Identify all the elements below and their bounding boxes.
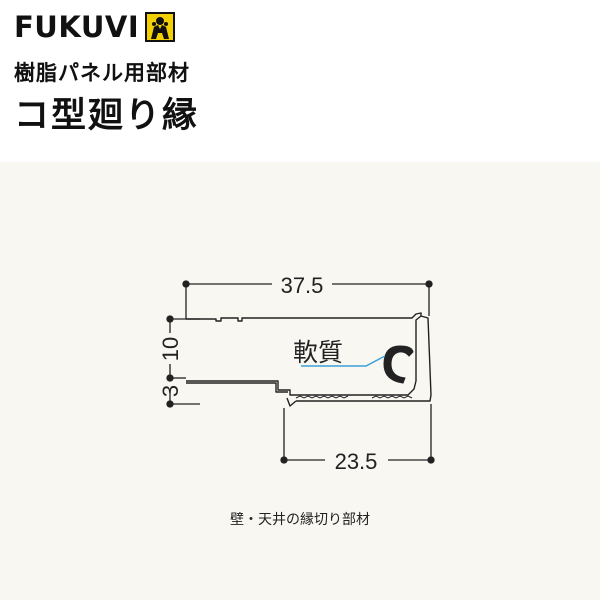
profile-shape <box>186 312 432 407</box>
caption: 壁・天井の縁切り部材 <box>230 512 370 528</box>
dimension-bottom-label: 23.5 <box>335 449 378 474</box>
dimension-left <box>166 315 200 408</box>
product-title: コ型廻り縁 <box>14 96 200 136</box>
dimension-top <box>182 280 433 319</box>
dimension-bottom <box>280 404 435 464</box>
soft-material-lip <box>383 345 414 384</box>
brand-name: FUKUVI <box>14 10 140 44</box>
category-title: 樹脂パネル用部材 <box>14 61 190 85</box>
dimension-height-upper-label: 10 <box>158 337 183 361</box>
brand: FUKUVI <box>14 10 176 44</box>
material-leader-line <box>301 355 386 367</box>
fukuvi-figure-logo-icon <box>145 12 176 42</box>
header: FUKUVI 樹脂パネル用部材 コ型廻り縁 <box>0 0 600 162</box>
material-label: 軟質 <box>293 338 343 367</box>
diagram-panel <box>0 162 600 600</box>
profile-texture <box>295 395 413 399</box>
dimension-top-label: 37.5 <box>281 273 324 298</box>
dimension-height-lower-label: 3 <box>158 385 183 397</box>
